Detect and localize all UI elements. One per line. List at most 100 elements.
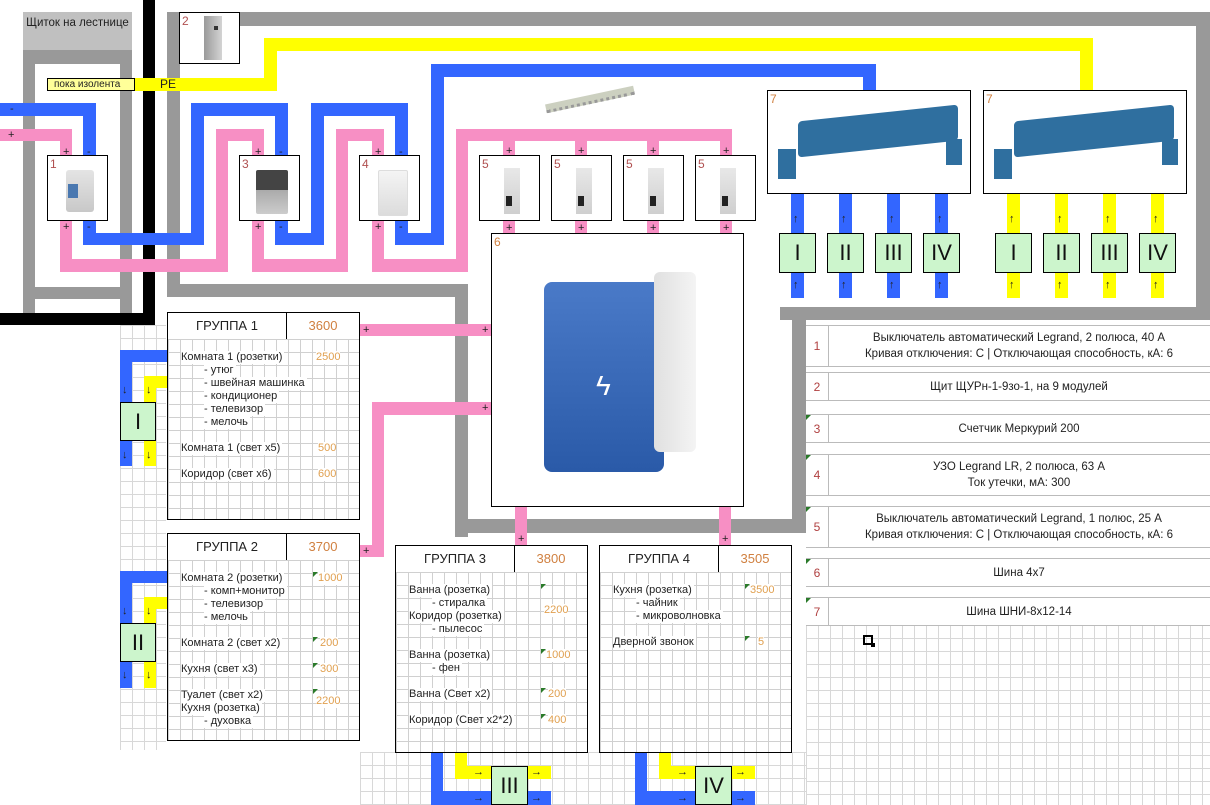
- cabinet[interactable]: 2: [179, 12, 240, 64]
- legend-row-6: 6 Шина 4x7: [806, 558, 1210, 587]
- meter[interactable]: 3: [239, 155, 300, 221]
- group-4-value: 5: [758, 636, 765, 649]
- terminal-3-minus-bottom: -: [279, 221, 283, 233]
- busbar-neutral[interactable]: 7: [767, 90, 971, 194]
- breaker-main[interactable]: 1: [47, 155, 108, 221]
- terminal-g4: +: [722, 533, 729, 545]
- phase-to-group2-v: [372, 402, 384, 557]
- group-3-card: ГРУППА 3 3800 Ванна (розетка) - стиралка…: [395, 545, 588, 753]
- legend-line: Шина ШНИ-8x12-14: [966, 605, 1072, 618]
- group-4-line: Дверной звонок: [613, 636, 696, 649]
- cell-cursor[interactable]: [863, 635, 875, 647]
- breaker-group-4[interactable]: 5: [695, 155, 756, 221]
- legend-text: Выключатель автоматический Legrand, 1 по…: [828, 507, 1210, 547]
- arrow-up-icon: ↑: [1153, 279, 1159, 291]
- group-3-line: - фен: [432, 662, 462, 675]
- breaker-group-1-number: 5: [482, 157, 489, 171]
- arrow-up-icon: ↑: [937, 279, 943, 291]
- comment-flag-icon: [541, 714, 546, 719]
- rcd-number: 4: [362, 157, 369, 171]
- legend-row-4: 4 УЗО Legrand LR, 2 полюса, 63 А Ток уте…: [806, 454, 1210, 496]
- feed-wire-vertical: [143, 0, 155, 325]
- phase-to-3-in: [252, 129, 264, 158]
- arrow-down-icon: ↓: [146, 605, 152, 617]
- group4-marker: IV: [695, 766, 732, 805]
- ground-line-I: I: [995, 233, 1032, 273]
- phase-3-4-up: [336, 129, 348, 272]
- comment-flag-icon: [806, 559, 811, 564]
- group-4-header: ГРУППА 4 3505: [600, 546, 791, 573]
- terminal-in-plus: +: [8, 129, 15, 141]
- neutral-bus-top: [431, 64, 876, 77]
- neutral-4-bus-up: [431, 64, 444, 245]
- terminal-1-minus-top: -: [87, 146, 91, 158]
- distribution-block-number: 6: [494, 235, 501, 249]
- single-pole-breaker-icon: [648, 168, 664, 214]
- breaker-group-3[interactable]: 5: [623, 155, 684, 221]
- group-1-total: 3600: [308, 318, 338, 333]
- comment-flag-icon: [313, 637, 318, 642]
- terminal-g2-left: +: [363, 545, 370, 557]
- phase-b2-out: [575, 220, 587, 235]
- legend-line: Щит ЩУРн-1-9зо-1, на 9 модулей: [930, 380, 1108, 393]
- distribution-block[interactable]: 6 ϟ: [491, 233, 744, 507]
- terminal-3-minus-top: -: [279, 146, 283, 158]
- sheet-grid-bottom-right: [806, 625, 1210, 805]
- breaker-group-4-number: 5: [698, 157, 705, 171]
- legend-number: 3: [806, 415, 829, 442]
- breaker-group-2[interactable]: 5: [551, 155, 612, 221]
- legend-line: Выключатель автоматический Legrand, 1 по…: [876, 513, 1162, 525]
- phase-to-b2: [575, 141, 587, 157]
- arrow-up-icon: ↑: [1009, 213, 1015, 225]
- group-4-total: 3505: [740, 551, 770, 566]
- terminal-1-plus-bottom: +: [63, 221, 70, 233]
- group-1-line: - утюг: [204, 364, 236, 377]
- single-pole-breaker-icon: [720, 168, 736, 214]
- group-3-line: - пылесос: [432, 623, 485, 636]
- terminal-g2-right: +: [482, 402, 489, 414]
- terminal-3-plus-bottom: +: [255, 221, 262, 233]
- terminal-in-minus: -: [10, 103, 14, 115]
- comment-flag-icon: [745, 584, 750, 589]
- phase-to-group3: [515, 506, 527, 545]
- arrow-right-icon: →: [677, 766, 688, 778]
- group-2-value: 200: [320, 637, 339, 650]
- panel-label-text: Щиток на лестнице: [26, 17, 129, 29]
- group-2-line: Кухня (свет x3): [181, 663, 260, 676]
- arrow-down-icon: ↓: [146, 384, 152, 396]
- terminal-4-minus-bottom: -: [399, 221, 403, 233]
- pe-wire-down: [1080, 38, 1093, 90]
- legend-text: Шина 4x7: [828, 559, 1210, 586]
- breaker-group-1[interactable]: 5: [479, 155, 540, 221]
- ground-line-III: III: [1091, 233, 1128, 273]
- legend-line: Выключатель автоматический Legrand, 2 по…: [872, 332, 1166, 344]
- terminal-1-minus-bottom: -: [87, 221, 91, 233]
- group-1-line: Коридор (свет x6): [181, 468, 274, 481]
- group-3-line: Ванна (Свет x2): [409, 688, 493, 701]
- breaker-group-2-number: 5: [554, 157, 561, 171]
- comb-busbar-icon: [545, 85, 635, 114]
- group1-marker: I: [120, 402, 156, 441]
- legend-text: Щит ЩУРн-1-9зо-1, на 9 модулей: [828, 373, 1210, 400]
- arrow-up-icon: ↑: [889, 213, 895, 225]
- phase-to-b4: [720, 141, 732, 157]
- neutral-link-top: [191, 103, 287, 116]
- arrow-up-icon: ↑: [1057, 213, 1063, 225]
- phase-to-group2-h: [372, 402, 492, 415]
- pe-wire-top: [264, 38, 1093, 51]
- terminal-b1-top: +: [506, 145, 513, 157]
- neutral-busbar-icon: [778, 104, 962, 179]
- arrow-down-icon: ↓: [122, 605, 128, 617]
- legend-row-7: 7 Шина ШНИ-8x12-14: [806, 597, 1210, 626]
- arrow-right-icon: →: [735, 792, 746, 804]
- phase-breakers-up: [456, 129, 468, 272]
- legend-number: 7: [806, 598, 829, 625]
- group3-marker: III: [491, 766, 528, 805]
- phase-1-to-3: [60, 259, 228, 272]
- legend-text: Выключатель автоматический Legrand, 2 по…: [828, 326, 1210, 366]
- rcd[interactable]: 4: [359, 155, 420, 221]
- arrow-down-icon: ↓: [146, 669, 152, 681]
- busbar-ground[interactable]: 7: [983, 90, 1187, 194]
- group-1-line: - телевизор: [204, 403, 266, 416]
- group-3-total: 3800: [536, 551, 566, 566]
